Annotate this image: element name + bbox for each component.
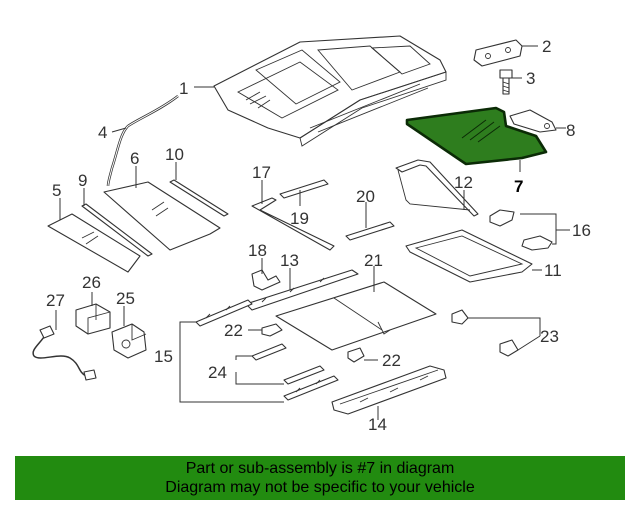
callout-22-right[interactable]: 22 bbox=[382, 351, 401, 370]
callout-7[interactable]: 7 bbox=[514, 177, 523, 196]
wire-harness-part-27[interactable] bbox=[32, 325, 97, 381]
drain-hose-part[interactable] bbox=[106, 95, 179, 187]
seal-strip-part-9[interactable] bbox=[81, 203, 153, 257]
callout-5[interactable]: 5 bbox=[52, 181, 61, 200]
deflector-bracket-part[interactable] bbox=[509, 109, 557, 133]
rail-part-15-upper[interactable] bbox=[195, 299, 253, 327]
callout-24[interactable]: 24 bbox=[208, 363, 227, 382]
clips-part-16[interactable] bbox=[489, 209, 553, 251]
motor-part-25[interactable] bbox=[111, 323, 147, 359]
sunroof-frame-part[interactable] bbox=[395, 159, 479, 217]
callout-22-left[interactable]: 22 bbox=[224, 321, 243, 340]
clips-part-23[interactable] bbox=[451, 309, 519, 357]
callout-14[interactable]: 14 bbox=[368, 415, 387, 434]
strip-part-20[interactable] bbox=[345, 221, 395, 241]
highlighted-glass-panel[interactable] bbox=[405, 106, 548, 166]
callout-26[interactable]: 26 bbox=[82, 273, 101, 292]
callout-18[interactable]: 18 bbox=[248, 241, 267, 260]
banner-line-part-number: Part or sub-assembly is #7 in diagram bbox=[185, 460, 455, 477]
seal-strip-part-10[interactable] bbox=[169, 179, 229, 217]
callout-17[interactable]: 17 bbox=[252, 163, 271, 182]
callout-25[interactable]: 25 bbox=[116, 289, 135, 308]
glass-panel-part-6[interactable] bbox=[103, 181, 221, 251]
clip-part-22-left[interactable] bbox=[261, 323, 283, 337]
switch-module-part-26[interactable] bbox=[75, 303, 111, 335]
info-banner: Part or sub-assembly is #7 in diagram Di… bbox=[15, 456, 625, 500]
bolt-part[interactable] bbox=[499, 69, 513, 95]
rail-part-24-lower[interactable] bbox=[283, 365, 325, 385]
callout-13[interactable]: 13 bbox=[280, 251, 299, 270]
callout-6[interactable]: 6 bbox=[130, 149, 139, 168]
guide-rail-part-13[interactable] bbox=[245, 269, 359, 311]
callout-16[interactable]: 16 bbox=[572, 221, 591, 240]
callout-labels: 1 2 3 4 5 6 7 8 9 10 11 12 13 14 15 16 1… bbox=[46, 37, 591, 434]
callout-27[interactable]: 27 bbox=[46, 291, 65, 310]
callout-12[interactable]: 12 bbox=[454, 173, 473, 192]
callout-1[interactable]: 1 bbox=[179, 79, 188, 98]
rail-part-24-upper[interactable] bbox=[251, 343, 287, 361]
sunroof-seal-frame-part[interactable] bbox=[405, 229, 533, 283]
banner-line-disclaimer: Diagram may not be specific to your vehi… bbox=[165, 479, 475, 496]
callout-9[interactable]: 9 bbox=[78, 171, 87, 190]
leader-lines bbox=[55, 45, 570, 420]
callout-21[interactable]: 21 bbox=[364, 251, 383, 270]
callout-8[interactable]: 8 bbox=[566, 121, 575, 140]
callout-3[interactable]: 3 bbox=[526, 69, 535, 88]
clip-part-18[interactable] bbox=[251, 269, 281, 291]
callout-23[interactable]: 23 bbox=[540, 327, 559, 346]
strip-part-19[interactable] bbox=[279, 179, 329, 199]
callout-20[interactable]: 20 bbox=[356, 187, 375, 206]
callout-10[interactable]: 10 bbox=[165, 145, 184, 164]
roof-rail-part-14[interactable] bbox=[331, 365, 447, 415]
rail-part-17[interactable] bbox=[251, 197, 335, 251]
clip-part-22-right[interactable] bbox=[347, 347, 365, 363]
bracket-part[interactable] bbox=[473, 39, 523, 67]
callout-11[interactable]: 11 bbox=[544, 261, 562, 280]
sunroof-glass-part-7[interactable] bbox=[405, 106, 548, 166]
sunshade-part-21[interactable] bbox=[275, 281, 437, 351]
callout-4[interactable]: 4 bbox=[98, 123, 107, 142]
rail-part-15-lower[interactable] bbox=[283, 375, 339, 401]
callout-2[interactable]: 2 bbox=[542, 37, 551, 56]
roof-panel-part[interactable] bbox=[213, 35, 447, 147]
callout-15[interactable]: 15 bbox=[154, 347, 173, 366]
callout-19[interactable]: 19 bbox=[290, 209, 309, 228]
glass-panel-part-5[interactable] bbox=[47, 213, 141, 273]
